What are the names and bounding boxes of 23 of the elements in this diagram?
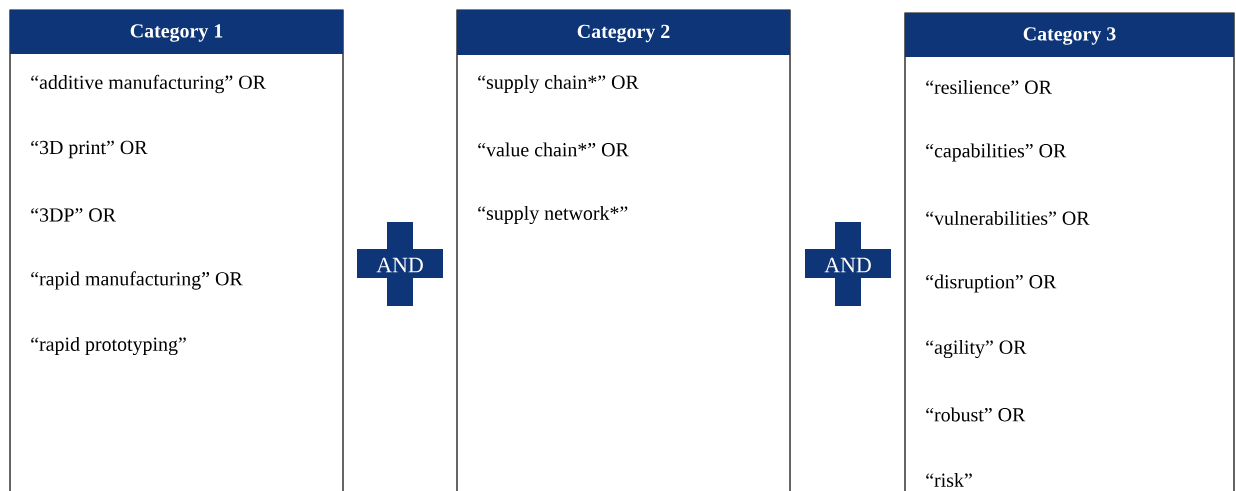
header-band: Category 3 xyxy=(905,13,1234,57)
search-term: “risk” xyxy=(926,473,972,487)
search-term: “agility” OR xyxy=(926,339,1027,359)
search-term: “value chain*” OR xyxy=(478,142,629,157)
search-term: “rapid prototyping” xyxy=(31,336,186,356)
column-box xyxy=(904,12,1235,491)
plus-sign: AND xyxy=(805,222,891,306)
search-term: “3DP” OR xyxy=(31,208,116,222)
header-band: Category 2 xyxy=(457,10,790,55)
column-box xyxy=(456,9,791,491)
search-term: “rapid manufacturing” OR xyxy=(31,271,243,290)
plus-sign: AND xyxy=(357,222,443,306)
search-term: “capabilities” OR xyxy=(926,143,1067,162)
column-box xyxy=(9,9,344,491)
search-term: “resilience” OR xyxy=(926,80,1052,94)
search-term: “vulnerabilities” OR xyxy=(926,211,1090,225)
search-term: “supply chain*” OR xyxy=(478,74,639,94)
search-term: “additive manufacturing” OR xyxy=(31,74,266,94)
search-term: “supply network*” xyxy=(478,205,628,225)
search-term: “disruption” OR xyxy=(926,274,1057,293)
search-term: “robust” OR xyxy=(926,407,1026,422)
search-term: “3D print” OR xyxy=(31,140,148,159)
header-band: Category 1 xyxy=(10,10,343,54)
